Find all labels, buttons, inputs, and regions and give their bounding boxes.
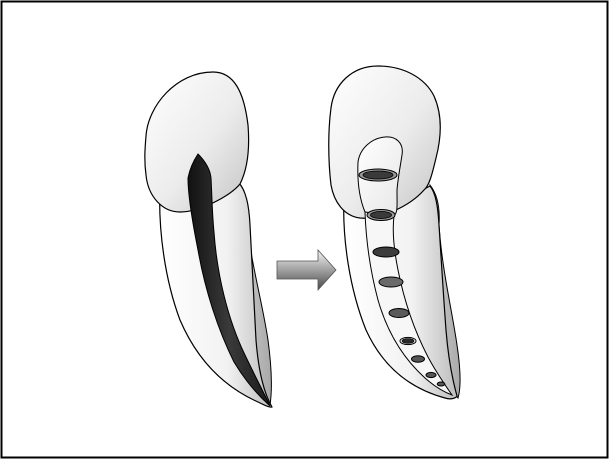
canal-section-9	[437, 382, 445, 386]
canal-section-5	[389, 309, 409, 318]
canal-section-1	[359, 169, 397, 181]
canal-section-3	[373, 247, 399, 257]
canal-section-2	[367, 210, 395, 221]
canal-section-8	[426, 372, 436, 377]
canal-section-7	[412, 356, 425, 362]
canal-section-4	[379, 277, 403, 287]
canal-section-6	[400, 337, 416, 344]
